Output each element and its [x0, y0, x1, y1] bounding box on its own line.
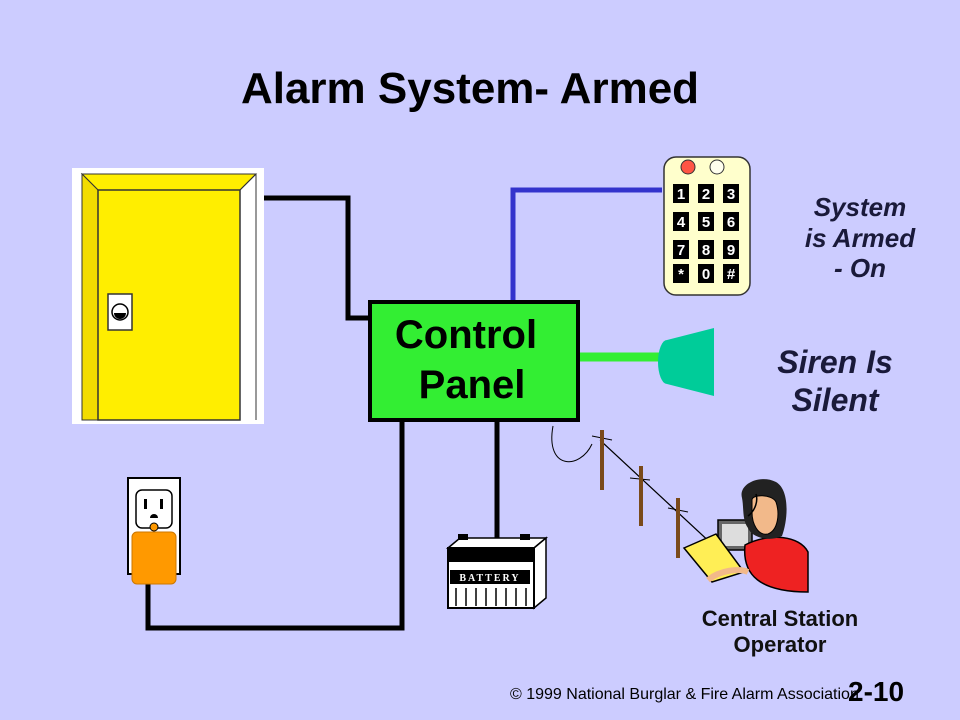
svg-text:1: 1 — [677, 186, 685, 203]
svg-text:8: 8 — [702, 242, 710, 259]
svg-text:7: 7 — [677, 242, 685, 259]
keypad-key-4[interactable]: 4 — [673, 212, 689, 231]
keypad-indicator-red — [680, 159, 696, 175]
keypad-key-5[interactable]: 5 — [698, 212, 714, 231]
keypad-key-6[interactable]: 6 — [723, 212, 739, 231]
siren-status: Siren Is Silent — [777, 344, 893, 418]
battery-icon: BATTERY — [445, 534, 549, 610]
operator-caption: Central Station Operator — [701, 606, 859, 657]
outlet-icon — [127, 477, 181, 585]
keypad-key-0[interactable]: 0 — [698, 264, 714, 283]
svg-text:0: 0 — [702, 266, 710, 283]
control-panel-label-1: Control — [395, 313, 537, 357]
keypad-key-7[interactable]: 7 — [673, 240, 689, 259]
keypad-key-*[interactable]: * — [673, 264, 689, 283]
telephone-pole-icons — [600, 430, 680, 558]
system-armed-status: System is Armed - On — [804, 192, 916, 284]
battery-label: BATTERY — [459, 573, 520, 584]
svg-text:6: 6 — [727, 214, 735, 231]
power-wire — [145, 420, 405, 631]
operator-icon — [682, 479, 809, 593]
keypad-key-8[interactable]: 8 — [698, 240, 714, 259]
svg-text:4: 4 — [677, 214, 686, 231]
keypad-key-2[interactable]: 2 — [698, 184, 714, 203]
door — [72, 168, 264, 424]
svg-text:3: 3 — [727, 186, 735, 203]
phone-line — [551, 425, 717, 549]
door-wire — [255, 195, 372, 321]
keypad-wire — [510, 187, 662, 300]
slide-title: Alarm System- Armed — [240, 64, 700, 113]
keypad-key-9[interactable]: 9 — [723, 240, 739, 259]
svg-text:#: # — [727, 266, 736, 283]
siren-icon — [658, 328, 714, 396]
copyright-footer: © 1999 National Burglar & Fire Alarm Ass… — [510, 686, 859, 703]
keypad-key-#[interactable]: # — [723, 264, 739, 283]
svg-text:9: 9 — [727, 242, 735, 259]
svg-text:2: 2 — [702, 186, 710, 203]
slide-number: 2-10 — [848, 676, 905, 707]
keypad-key-3[interactable]: 3 — [723, 184, 739, 203]
svg-text:*: * — [678, 266, 684, 283]
control-panel-label-2: Panel — [419, 363, 526, 407]
keypad-indicator-white — [709, 159, 725, 175]
control-panel-box — [368, 300, 580, 422]
svg-text:5: 5 — [702, 214, 710, 231]
keypad-key-1[interactable]: 1 — [673, 184, 689, 203]
